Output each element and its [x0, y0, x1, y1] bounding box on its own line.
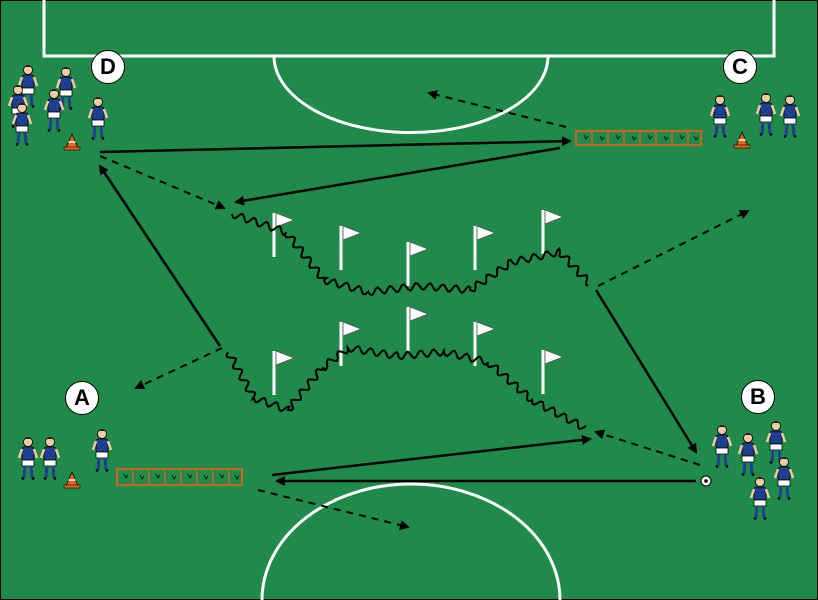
center-circle-arc — [260, 482, 562, 600]
dribble-path — [231, 212, 589, 296]
station-label-b: B — [741, 380, 775, 414]
station-label-c: C — [723, 50, 757, 84]
run-arrows — [99, 90, 750, 530]
agility-ladder-icon — [116, 468, 243, 486]
agility-ladder-icon — [575, 130, 702, 146]
penalty-arc — [272, 55, 550, 135]
station-label-d: D — [91, 50, 125, 84]
station-label-a: A — [65, 381, 99, 415]
pass-arrows — [98, 136, 698, 486]
dribble-path — [225, 344, 587, 431]
ball-icon — [700, 475, 712, 487]
penalty-box-line — [42, 0, 776, 58]
